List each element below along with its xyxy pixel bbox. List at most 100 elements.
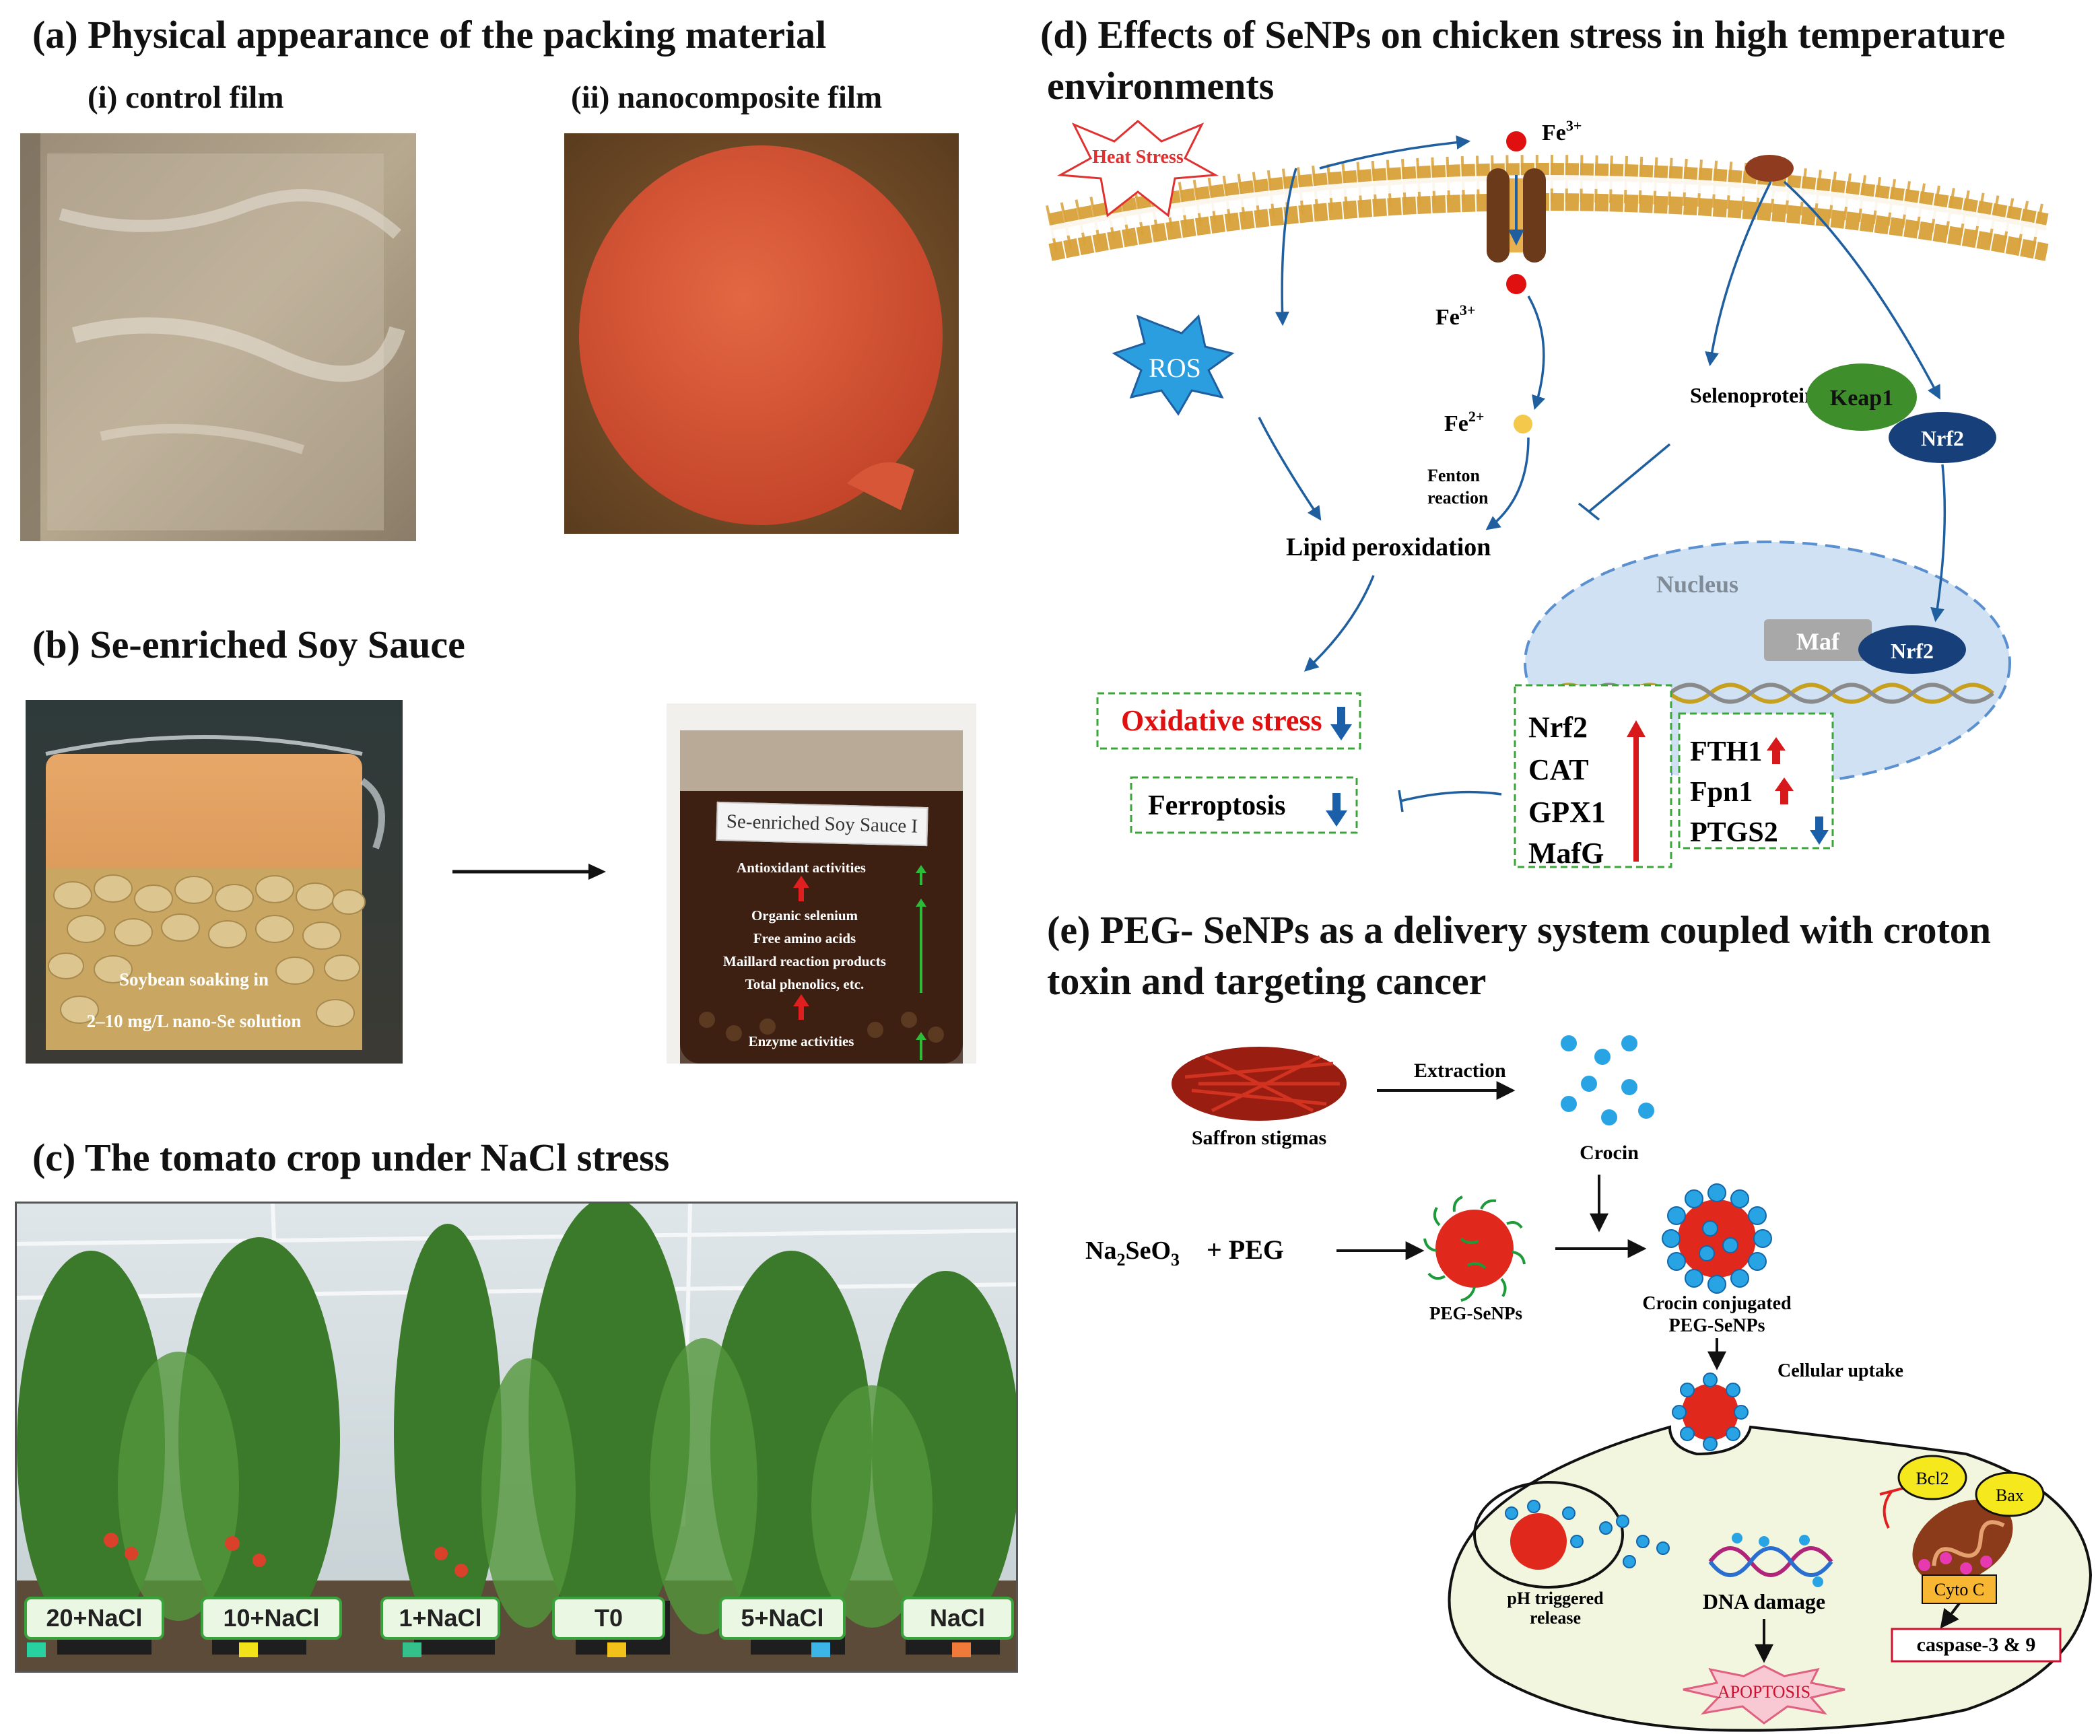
ph-release-label-2: release xyxy=(1530,1608,1581,1628)
ferroptosis-label: Ferroptosis xyxy=(1148,790,1286,821)
arrow xyxy=(1527,296,1546,411)
bax-label: Bax xyxy=(1996,1486,2024,1505)
senp-particle-icon xyxy=(1745,155,1794,182)
phenolics-text: Total phenolics, etc. xyxy=(745,976,865,992)
nrf2-nucleus-shape xyxy=(1858,625,1966,674)
green-up-arrow-icon xyxy=(916,865,926,885)
apoptosis-label: APOPTOSIS xyxy=(1718,1682,1810,1702)
nrf2-label: Nrf2 xyxy=(1921,426,1964,450)
arrow xyxy=(1275,168,1297,326)
plant-tag-10-nacl: 10+NaCl xyxy=(201,1597,342,1640)
red-up-arrow-icon xyxy=(1767,737,1786,764)
panel-e-title-line1: (e) PEG- SeNPs as a delivery system coup… xyxy=(1047,908,1992,952)
nrf2-nucleus-label: Nrf2 xyxy=(1891,639,1934,663)
bcl2-label: Bcl2 xyxy=(1916,1469,1949,1488)
oxidative-stress-label: Oxidative stress xyxy=(1121,704,1322,737)
saffron-stigmas-icon xyxy=(1172,1047,1347,1121)
soybean-beaker-photo: Soybean soaking in 2–10 mg/L nano-Se sol… xyxy=(26,700,403,1064)
soaking-text-line1: Soybean soaking in xyxy=(118,969,269,989)
amino-acids-text: Free amino acids xyxy=(753,930,856,946)
maf-label: Maf xyxy=(1796,628,1840,655)
inhibit-line xyxy=(1400,790,1502,802)
plant-tag-20-nacl: 20+NaCl xyxy=(24,1597,164,1640)
panel-d-title-line1: (d) Effects of SeNPs on chicken stress i… xyxy=(1040,13,2006,57)
dna-damage-icon xyxy=(1708,1533,1833,1587)
blue-down-arrow-icon xyxy=(1810,817,1829,845)
na2seo3-label: Na2SeO3 xyxy=(1085,1237,1180,1270)
caspase-box xyxy=(1891,1628,2062,1663)
soy-sauce-bottle-photo: Se-enriched Soy Sauce I Antioxidant acti… xyxy=(667,703,976,1064)
fe3-mid-label: Fe3+ xyxy=(1435,302,1475,330)
gene-label: Nrf2 xyxy=(1528,711,1588,744)
nanocomposite-film-label: (ii) nanocomposite film xyxy=(571,80,883,115)
apoptosis-burst-icon xyxy=(1683,1665,1845,1725)
enzyme-text: Enzyme activities xyxy=(748,1033,854,1049)
plant-tag-nacl: NaCl xyxy=(901,1597,1014,1640)
arrow xyxy=(1940,1602,1961,1629)
plant-tag-t0: T0 xyxy=(552,1597,665,1640)
cyto-c-label: Cyto C xyxy=(1934,1580,1984,1599)
arrow xyxy=(1485,437,1530,530)
gene-label: CAT xyxy=(1528,753,1589,786)
maillard-text: Maillard reaction products xyxy=(723,953,886,969)
endosome-shape xyxy=(1473,1481,1624,1589)
color-marker xyxy=(239,1642,258,1657)
arrow xyxy=(1319,135,1471,170)
color-marker xyxy=(403,1642,421,1657)
released-particle-icon xyxy=(1505,1500,1670,1570)
peg-senp-particle-icon xyxy=(1423,1195,1526,1302)
selenoproteins-label: Selenoproteins xyxy=(1690,383,1825,407)
maf-shape xyxy=(1764,619,1872,661)
inhibit-bar xyxy=(1398,790,1404,812)
fe3-ion-icon xyxy=(1506,274,1526,294)
crocin-conjugated-label-1: Crocin conjugated xyxy=(1642,1293,1792,1314)
endocytosis-particle-icon xyxy=(1672,1373,1749,1451)
panel-b-title: (b) Se-enriched Soy Sauce xyxy=(32,623,465,666)
arrow xyxy=(1303,575,1375,672)
crocin-label: Crocin xyxy=(1580,1142,1639,1164)
fenton-label-1: Fenton xyxy=(1427,466,1481,485)
plant-tag-1-nacl: 1+NaCl xyxy=(380,1597,500,1640)
ptgs2-label: PTGS2 xyxy=(1690,817,1778,848)
extraction-label: Extraction xyxy=(1414,1060,1506,1082)
panel-a-title: (a) Physical appearance of the packing m… xyxy=(32,13,827,57)
fenton-label-2: reaction xyxy=(1427,488,1489,508)
peg-senps-label: PEG-SeNPs xyxy=(1429,1303,1522,1323)
dna-damage-label: DNA damage xyxy=(1703,1589,1825,1613)
ros-burst-icon xyxy=(1112,314,1235,416)
ros-label: ROS xyxy=(1149,353,1201,383)
nrf2-shape xyxy=(1889,412,1996,463)
crocin-conjugated-label-2: PEG-SeNPs xyxy=(1668,1315,1765,1336)
tomato-greenhouse-photo xyxy=(15,1202,1018,1673)
peg-senps-delivery-diagram: Saffron stigmas Extraction Crocin Na2SeO… xyxy=(1085,1035,2093,1732)
ferroptosis-genes-box xyxy=(1678,712,1834,849)
saffron-label: Saffron stigmas xyxy=(1192,1127,1326,1149)
plant-tag-5-nacl: 5+NaCl xyxy=(719,1597,846,1640)
blue-down-arrow-icon xyxy=(1330,707,1352,740)
color-marker xyxy=(27,1642,46,1657)
inhibit-bar xyxy=(1578,502,1600,521)
control-film-label: (i) control film xyxy=(88,80,284,115)
lipid-peroxidation-label: Lipid peroxidation xyxy=(1286,533,1491,561)
iron-channel-icon xyxy=(1487,168,1546,263)
bcl2-shape xyxy=(1897,1455,1967,1500)
panel-e-title-line2: toxin and targeting cancer xyxy=(1047,959,1487,1003)
blue-down-arrow-icon xyxy=(1326,793,1347,827)
fe2-ion-icon xyxy=(1514,415,1532,433)
cytochrome-c-dots-icon xyxy=(1918,1552,1992,1574)
keap1-shape xyxy=(1806,363,1917,431)
caspase-label: caspase-3 & 9 xyxy=(1917,1634,2036,1656)
heat-stress-label: Heat Stress xyxy=(1092,147,1184,168)
organic-selenium-text: Organic selenium xyxy=(751,907,858,924)
arrow xyxy=(1258,417,1322,521)
soy-process-arrow xyxy=(452,864,606,880)
fpn1-label: Fpn1 xyxy=(1690,777,1753,808)
inhibit-line xyxy=(1588,443,1671,513)
fth1-label: FTH1 xyxy=(1690,736,1762,767)
cell-membrane xyxy=(1045,155,2052,261)
bax-shape xyxy=(1975,1471,2045,1517)
chicken-stress-diagram: Heat Stress Fe3+ Fe3+ ROS Fe2+ Fenton re… xyxy=(1045,117,2052,870)
red-up-arrow-icon xyxy=(1627,720,1646,862)
panel-d-title-line2: environments xyxy=(1047,64,1275,108)
heat-stress-star-icon xyxy=(1056,120,1219,217)
